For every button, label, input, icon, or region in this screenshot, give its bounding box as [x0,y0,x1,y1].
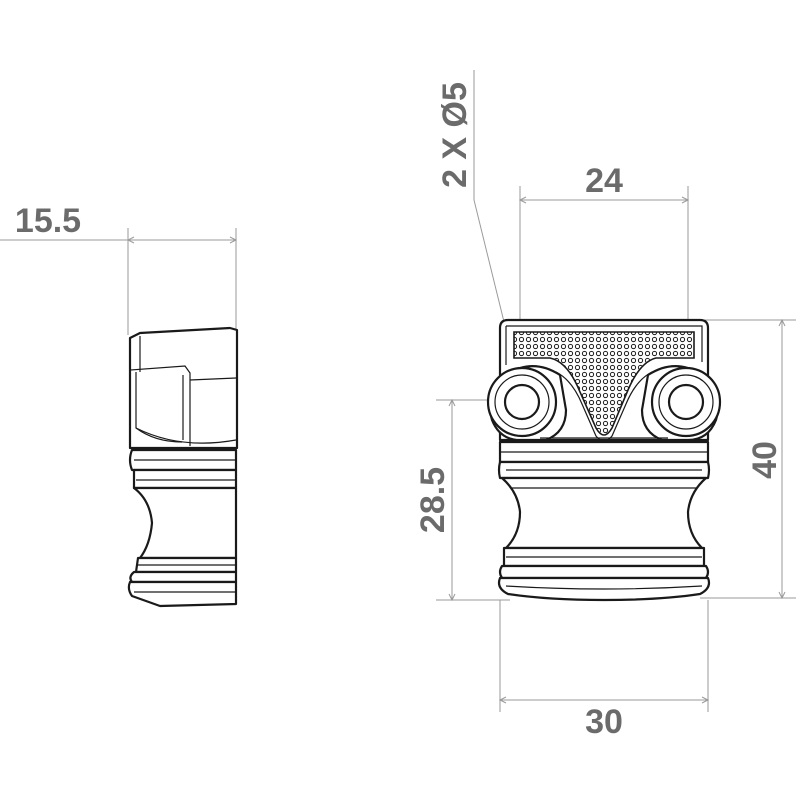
total-height-dimension: 40 [700,318,796,600]
hole-callout: 2 X Ø5 [436,70,523,396]
total-height-label: 40 [746,441,784,479]
hole-label: 2 X Ø5 [436,82,474,188]
base-width-dimension: 30 [498,600,710,741]
hole-height-label: 28.5 [414,467,452,533]
right-hole-boss [640,365,722,442]
side-width-label: 15.5 [15,202,81,240]
left-hole-boss [486,365,568,442]
side-view: 15.5 [0,202,239,608]
front-view: 2 X Ø5 24 40 28.5 [414,70,796,741]
left-hole [503,383,541,421]
hole-spacing-label: 24 [585,162,623,200]
base-width-label: 30 [585,703,623,741]
grip-texture [513,331,695,436]
side-width-dimension: 15.5 [0,202,238,335]
right-hole [667,383,705,421]
